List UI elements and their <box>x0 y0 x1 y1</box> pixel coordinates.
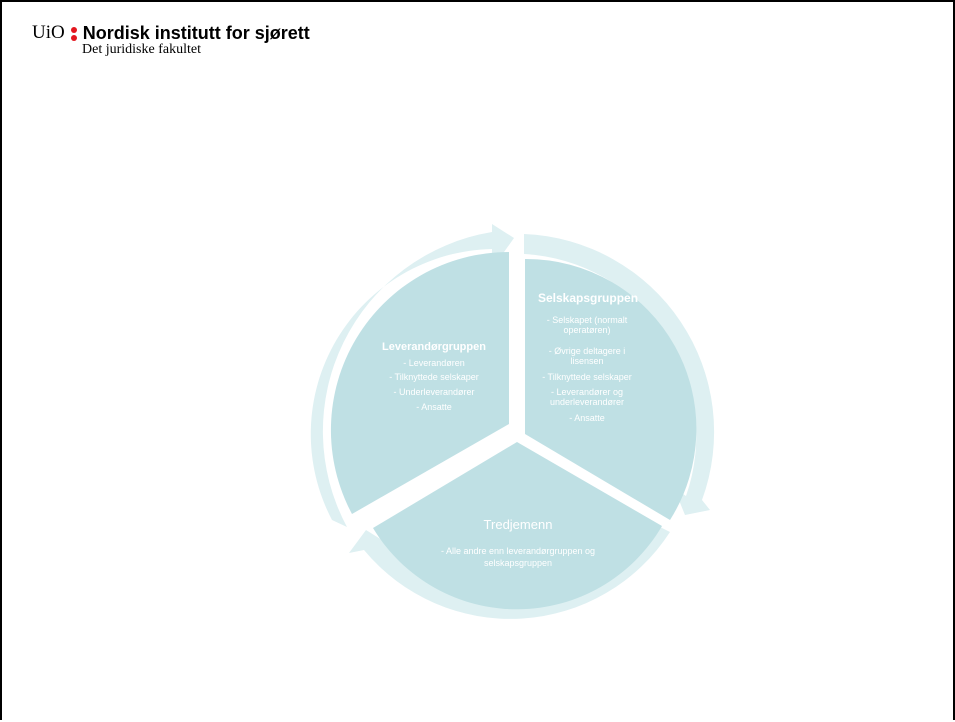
segment-title: Tredjemenn <box>484 517 553 532</box>
segment-item: - Underleverandører <box>393 387 474 397</box>
segment-item: - Leverandører og <box>551 387 623 397</box>
segment-item: - Ansatte <box>569 413 605 423</box>
segment-item: - Leverandøren <box>403 358 465 368</box>
segment-item: - Tilknyttede selskaper <box>389 372 479 382</box>
arrow-arc-right <box>524 234 715 515</box>
uio-colon-icon <box>70 25 78 41</box>
segment-item: underleverandører <box>550 397 624 407</box>
faculty-name: Det juridiske fakultet <box>82 42 201 57</box>
segment-item: - Øvrige deltagere i <box>549 346 626 356</box>
segment-item: - Tilknyttede selskaper <box>542 372 632 382</box>
segment-title: Selskapsgruppen <box>538 291 638 305</box>
uio-logo-text: UiO <box>32 22 65 43</box>
institute-name: Nordisk institutt for sjørett <box>82 22 310 43</box>
segment-title: Leverandørgruppen <box>382 341 486 353</box>
segment-item: - Ansatte <box>416 402 452 412</box>
segment-item: operatøren) <box>563 325 610 335</box>
header: UiO Nordisk institutt for sjørett Det ju… <box>32 20 310 58</box>
logo: UiO Nordisk institutt for sjørett <box>32 20 310 46</box>
segment-selskapsgruppen <box>525 258 697 520</box>
segment-tredjemenn <box>373 442 662 610</box>
segment-leverandorgruppen <box>330 251 509 514</box>
segment-item: selskapsgruppen <box>484 558 552 568</box>
segment-item: lisensen <box>570 356 603 366</box>
segment-item: - Selskapet (normalt <box>547 315 628 325</box>
segment-item: - Alle andre enn leverandørgruppen og <box>441 546 595 556</box>
arrow-arc-bottom <box>349 524 670 619</box>
